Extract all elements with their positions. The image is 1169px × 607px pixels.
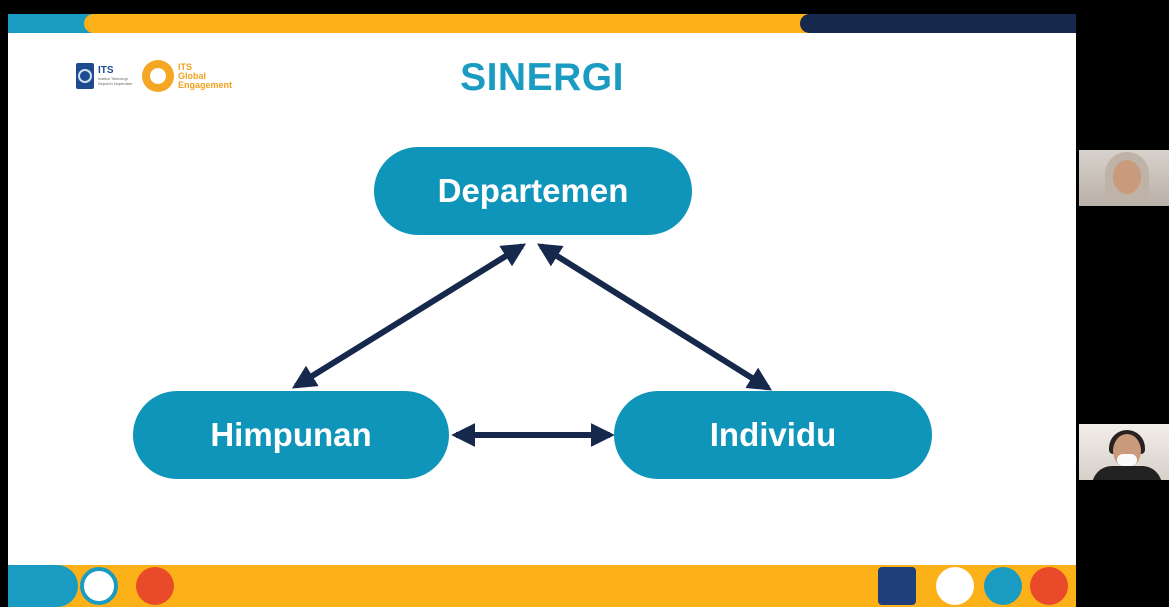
- node-departemen: Departemen: [374, 147, 692, 235]
- arrow-departemen-individu: [536, 243, 773, 391]
- ge-line-1: ITS: [178, 61, 193, 72]
- node-individu: Individu: [614, 391, 932, 479]
- x-motif-red-icon: [1030, 567, 1068, 605]
- slide-title: SINERGI: [460, 56, 624, 99]
- node-himpunan: Himpunan: [133, 391, 449, 479]
- global-engagement-logo-icon: [142, 60, 174, 92]
- participant-video-tile-1[interactable]: [1079, 150, 1169, 206]
- x-motif-icon: [80, 567, 118, 605]
- diamond-motif-blue-icon: [984, 567, 1022, 605]
- its-emblem-icon: [76, 63, 94, 89]
- top-bar-teal-segment: [8, 14, 100, 33]
- arrow-departemen-himpunan: [291, 243, 527, 389]
- participant-2-mask: [1117, 454, 1137, 466]
- square-motif-icon: [878, 567, 916, 605]
- logo-group: ITS Institut Teknologi Sepuluh Nopember …: [76, 58, 232, 94]
- participant-video-tile-2[interactable]: [1079, 424, 1169, 480]
- participant-1-face: [1113, 160, 1141, 194]
- top-bar-navy-segment: [800, 14, 1076, 33]
- bottom-bar-teal-segment: [8, 565, 78, 607]
- top-bar-yellow-segment: [84, 14, 824, 33]
- diamond-motif-icon: [136, 567, 174, 605]
- its-logo-text: ITS Institut Teknologi Sepuluh Nopember: [98, 65, 142, 87]
- its-name: ITS: [98, 65, 114, 76]
- participant-2-shoulders: [1092, 466, 1162, 480]
- global-engagement-text: ITS Global Engagement: [178, 61, 233, 90]
- relationship-arrows: [291, 243, 773, 447]
- shared-slide: ITS Institut Teknologi Sepuluh Nopember …: [8, 14, 1076, 607]
- ge-line-2: Global: [178, 70, 207, 81]
- top-decor-bar: [8, 14, 1076, 33]
- its-tagline: Institut Teknologi Sepuluh Nopember: [98, 76, 133, 86]
- ge-line-3: Engagement: [178, 79, 233, 90]
- circle-motif-icon: [936, 567, 974, 605]
